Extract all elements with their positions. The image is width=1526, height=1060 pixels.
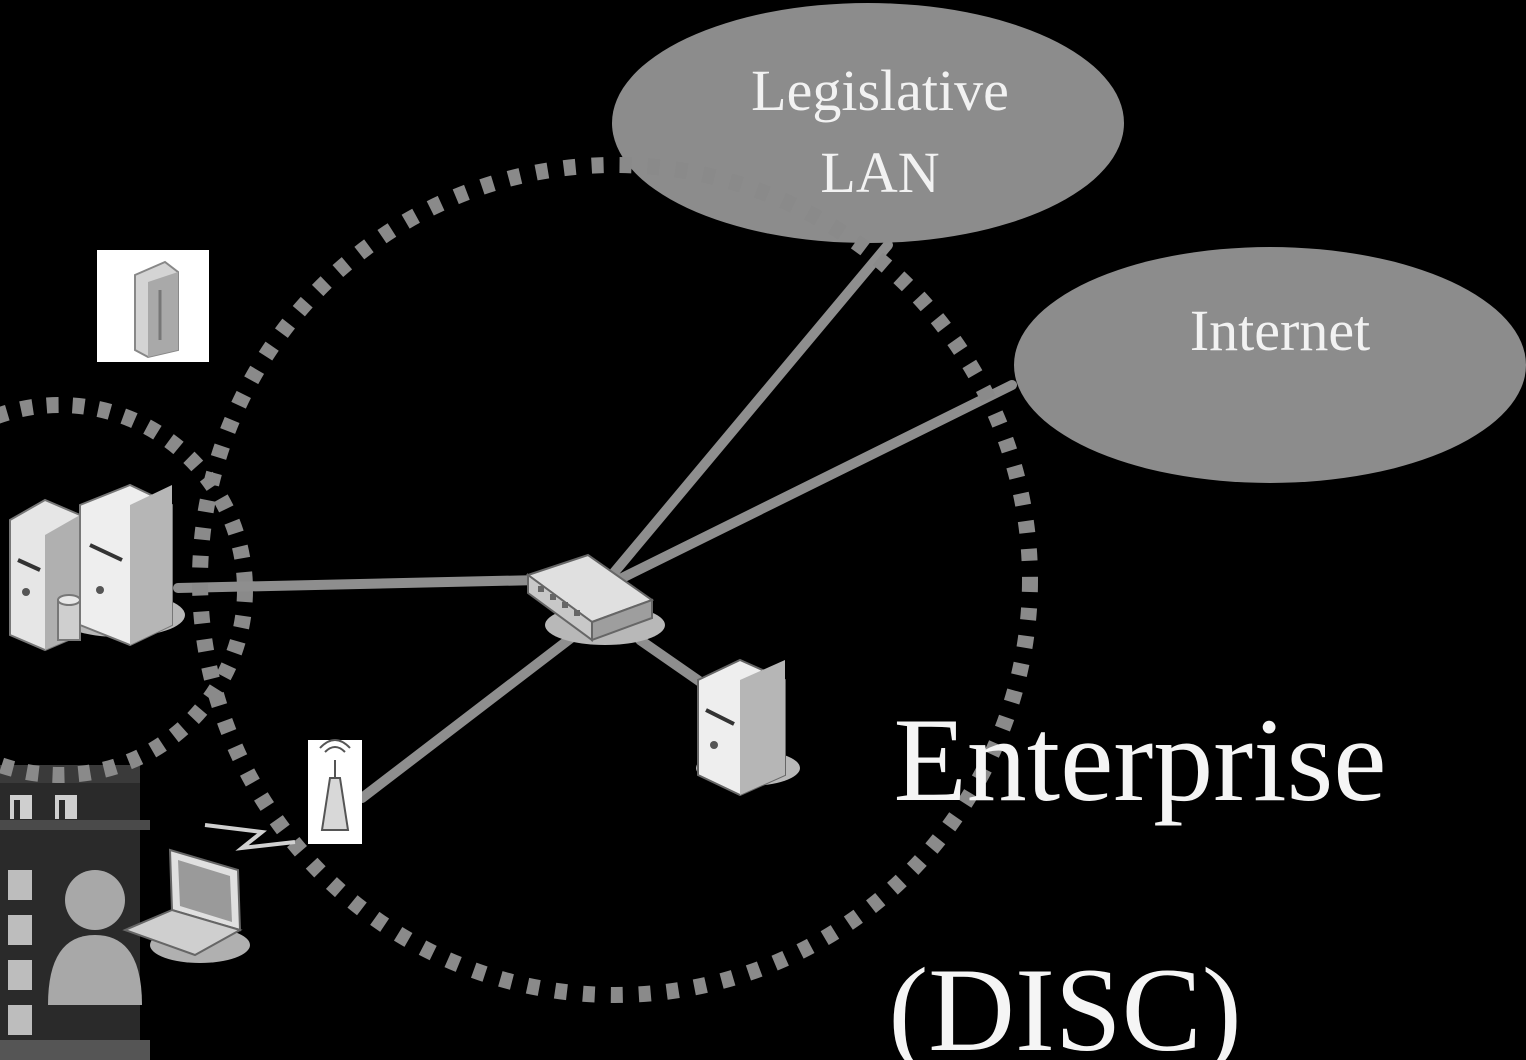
- switch-icon: [525, 553, 665, 645]
- enterprise-label: Enterprise: [893, 693, 1386, 826]
- link-switch-access-point: [357, 620, 593, 803]
- legislative-lan-label-line2: LAN: [820, 140, 939, 205]
- link-switch-legislative-lan: [607, 240, 893, 580]
- legislative-lan-label-line1: Legislative: [751, 58, 1009, 123]
- internet-cloud: [1014, 247, 1526, 483]
- wireless-access-point-icon: [308, 739, 362, 844]
- database-icon: [57, 594, 81, 641]
- disc-label: (DISC): [888, 943, 1241, 1060]
- legislative-lan-cloud: [612, 3, 1124, 243]
- network-links: [173, 240, 1017, 803]
- enterprise-zone-ring: [192, 157, 1038, 1003]
- link-switch-server-cluster: [173, 575, 545, 593]
- server-cluster-icon: [9, 483, 185, 652]
- server-icon: [696, 658, 800, 797]
- firewall-appliance-icon: [97, 250, 209, 362]
- internet-label: Internet: [1190, 298, 1370, 363]
- laptop-icon: [122, 848, 243, 957]
- wireless-signal-icon: [204, 823, 296, 851]
- link-switch-internet: [613, 380, 1017, 585]
